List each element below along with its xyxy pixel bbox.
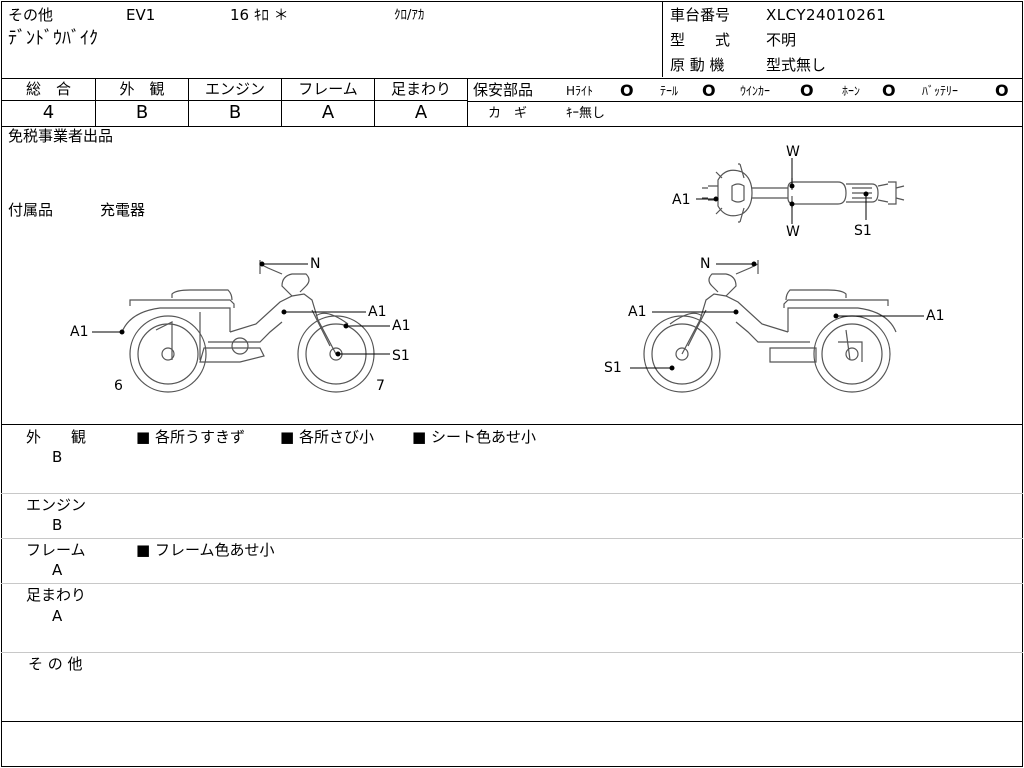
top-w-top-label: W [786, 144, 800, 160]
safety-battery-mark: O [995, 81, 1009, 100]
engine-type-value: 型式無し [766, 56, 827, 74]
remark-other-label: そ の 他 [28, 655, 83, 673]
header-divider [662, 1, 663, 77]
grade-col-divider [467, 78, 468, 126]
remark-exterior-item: ■ 各所うすきず [136, 428, 245, 446]
safety-winker-label: ｳｲﾝｶｰ [740, 84, 771, 98]
vehicle-name: ﾃﾞﾝﾄﾞｳﾊﾞｲｸ [8, 28, 98, 49]
grade-engine-value: B [228, 102, 242, 123]
type-value: 不明 [766, 31, 797, 49]
remark-divider [1, 583, 1023, 584]
left-num6-label: 6 [114, 378, 123, 394]
category-text: その他 [8, 6, 54, 24]
remark-frame-label: フレーム [26, 541, 86, 559]
safety-horn-mark: O [882, 81, 896, 100]
accessories-value: 充電器 [100, 201, 146, 219]
remark-suspension-grade: A [52, 607, 63, 625]
grade-row-top [1, 78, 1023, 79]
remark-exterior-item-text: 各所うすきず [154, 428, 245, 446]
safety-headlight-mark: O [620, 81, 634, 100]
left-s1-label: S1 [392, 348, 410, 364]
remark-engine-label: エンジン [26, 496, 87, 514]
remark-frame-grade: A [52, 561, 63, 579]
grade-engine-label: エンジン [204, 80, 265, 98]
mileage-text: 16 ｷﾛ ＊ [230, 6, 289, 24]
remarks-bottom-line [1, 721, 1023, 722]
remark-exterior-label: 外 観 [26, 428, 87, 446]
grade-overall-value: 4 [42, 102, 55, 123]
right-s1-label: S1 [604, 360, 622, 376]
color-text: ｸﾛ/ｱｶ [394, 8, 425, 23]
safety-winker-mark: O [800, 81, 814, 100]
remark-exterior-item: ■ 各所さび小 [280, 428, 374, 446]
remark-suspension-label: 足まわり [26, 586, 87, 604]
right-n-label: N [700, 256, 710, 272]
remark-exterior-grade: B [52, 448, 63, 466]
remark-exterior-item-text: シート色あせ小 [430, 428, 536, 446]
safety-horn-label: ﾎｰﾝ [842, 84, 861, 98]
type-label: 型 式 [670, 31, 731, 49]
right-side-diagram: N A1 A1 S1 [604, 256, 944, 393]
grade-row-bottom [1, 126, 1023, 127]
key-value: ｷｰ無し [566, 106, 606, 121]
remark-divider [1, 538, 1023, 539]
left-a1-mid-label: A1 [368, 304, 386, 320]
safety-label: 保安部品 [473, 81, 534, 99]
top-s1-label: S1 [854, 223, 872, 239]
model-code-text: EV1 [126, 6, 156, 24]
remark-exterior-item-text: 各所さび小 [298, 428, 374, 446]
grade-suspension-label: 足まわり [390, 80, 451, 98]
safety-row-mid [467, 101, 1023, 102]
remark-exterior-item: ■ シート色あせ小 [412, 428, 536, 446]
grade-overall-label: 総 合 [25, 80, 71, 98]
grade-col-divider [281, 78, 282, 126]
grade-exterior-label: 外 観 [119, 80, 165, 98]
left-a1-wheel-label: A1 [392, 318, 410, 334]
frame-no-value: XLCY24010261 [766, 6, 887, 24]
remark-frame-item: ■ フレーム色あせ小 [136, 541, 275, 559]
remark-divider [1, 652, 1023, 653]
top-view-diagram: W A1 W S1 [672, 144, 905, 240]
remark-frame-item-text: フレーム色あせ小 [154, 541, 275, 559]
engine-type-label: 原 動 機 [670, 56, 725, 74]
safety-headlight-label: Hﾗｲﾄ [566, 84, 594, 98]
grade-col-divider [374, 78, 375, 126]
safety-battery-label: ﾊﾞｯﾃﾘｰ [922, 84, 959, 98]
left-n-label: N [310, 256, 320, 272]
grade-col-divider [188, 78, 189, 126]
grade-frame-value: A [321, 102, 335, 123]
key-label: カ ギ [488, 106, 528, 121]
top-a1-label: A1 [672, 192, 690, 208]
frame-no-label: 車台番号 [670, 6, 731, 24]
left-num7-label: 7 [376, 378, 385, 394]
right-a1-right-label: A1 [926, 308, 944, 324]
tax-exempt-note: 免税事業者出品 [8, 127, 114, 145]
safety-tail-mark: O [702, 81, 716, 100]
grade-frame-label: フレーム [298, 80, 358, 98]
left-a1-front-label: A1 [70, 324, 88, 340]
safety-tail-label: ﾃｰﾙ [660, 84, 679, 98]
right-a1-left-label: A1 [628, 304, 646, 320]
grade-col-divider [95, 78, 96, 126]
grade-row-mid [1, 100, 467, 101]
accessories-label: 付属品 [8, 201, 54, 219]
grade-exterior-value: B [135, 102, 149, 123]
remark-divider [1, 493, 1023, 494]
top-w-bottom-label: W [786, 224, 800, 240]
grade-suspension-value: A [414, 102, 428, 123]
remarks-top-line [1, 424, 1023, 425]
left-side-diagram: N A1 A1 A1 S1 6 7 [70, 256, 410, 394]
remark-engine-grade: B [52, 516, 63, 534]
